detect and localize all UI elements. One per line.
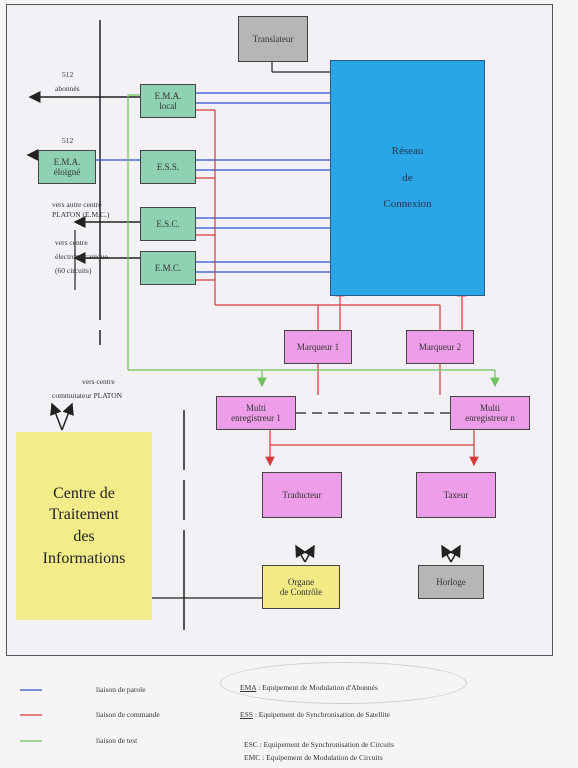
multi-recorder-n-label-2: enregistreur n: [465, 413, 515, 423]
multi-recorder-1-block: Multi enregistreur 1: [216, 396, 296, 430]
to-platon-line-1: vers centre: [82, 377, 115, 386]
subscribers-512-b-number: 512: [62, 136, 74, 145]
legend-def-ess-text: : Equipement de Synchronisation de Satel…: [254, 710, 390, 719]
emc-block: E.M.C.: [140, 251, 196, 285]
legend-def-emc-text: : Equipement de Modulation de Circuits: [262, 753, 383, 762]
multi-recorder-n-label-1: Multi: [479, 402, 500, 413]
marker-1-label: Marqueur 1: [296, 341, 340, 352]
to-electro-line-3: (60 circuits): [55, 266, 92, 275]
cti-label-2: Traitement: [49, 506, 119, 524]
to-electro-line-2: électromécanique: [55, 252, 108, 261]
ema-local-label-2: local: [159, 101, 177, 111]
ess-label: E.S.S.: [156, 161, 180, 172]
multi-recorder-1-label-2: enregistreur 1: [231, 413, 281, 423]
ema-remote-block: E.M.A. éloigné: [38, 150, 96, 184]
cti-label-3: des: [73, 528, 95, 545]
legend-test-label: liaison de test: [96, 736, 138, 745]
network-label-2: de: [402, 171, 413, 184]
translator-block: Traducteur: [262, 472, 342, 518]
marker-2-block: Marqueur 2: [406, 330, 474, 364]
legend-command-label: liaison de commande: [96, 710, 160, 719]
information-processing-center-block: Centre de Traitement des Informations: [16, 432, 152, 620]
subscribers-512-a-text: abonnés: [55, 84, 80, 93]
translator-label: Traducteur: [282, 489, 322, 500]
to-other-center-line-1: vers autre centre: [52, 200, 102, 209]
ema-local-label-1: E.M.A.: [154, 90, 182, 101]
taxer-label: Taxeur: [443, 489, 469, 500]
emc-label: E.M.C.: [154, 262, 182, 273]
translator-top-label: Translateur: [252, 33, 294, 44]
clock-label: Horloge: [436, 576, 466, 587]
legend-def-emc: EMC : Equipement de Modulation de Circui…: [244, 753, 383, 762]
network-label-1: Réseau: [391, 145, 424, 158]
ess-block: E.S.S.: [140, 150, 196, 184]
legend-def-esc-text: : Equipement de Synchronisation de Circu…: [259, 740, 394, 749]
control-unit-label-2: de Contrôle: [279, 587, 323, 597]
cti-label-4: Informations: [42, 549, 126, 567]
translator-top-block: Translateur: [238, 16, 308, 62]
legend-def-esc: ESC : Equipement de Synchronisation de C…: [244, 740, 394, 749]
cti-label-1: Centre de: [53, 484, 115, 502]
ema-remote-label-1: E.M.A.: [53, 156, 81, 167]
multi-recorder-n-block: Multi enregistreur n: [450, 396, 530, 430]
esc-block: E.S.C.: [140, 207, 196, 241]
subscribers-512-a-number: 512: [62, 70, 74, 79]
control-unit-block: Organe de Contrôle: [262, 565, 340, 609]
marker-1-block: Marqueur 1: [284, 330, 352, 364]
to-platon-line-2: commutateur PLATON: [52, 391, 123, 400]
control-unit-label-1: Organe: [287, 576, 315, 587]
ema-local-block: E.M.A. local: [140, 84, 196, 118]
legend-def-ess-abbr: ESS: [240, 710, 253, 719]
multi-recorder-1-label-1: Multi: [245, 402, 266, 413]
legend-def-ema-abbr: EMA: [240, 683, 257, 692]
to-other-center-line-2: PLATON (E.M.C.): [52, 210, 110, 219]
to-electro-line-1: vers centre: [55, 238, 88, 247]
esc-label: E.S.C.: [156, 218, 180, 229]
legend-oval: [220, 662, 467, 704]
marker-2-label: Marqueur 2: [418, 341, 462, 352]
legend-def-esc-abbr: ESC: [244, 740, 258, 749]
taxer-block: Taxeur: [416, 472, 496, 518]
network-block: Réseau de Connexion: [330, 60, 485, 296]
ema-remote-label-2: éloigné: [53, 167, 81, 177]
legend-def-ess: ESS : Equipement de Synchronisation de S…: [240, 710, 390, 719]
clock-block: Horloge: [418, 565, 484, 599]
legend-def-ema: EMA : Equipement de Modulation d'Abonnés: [240, 683, 378, 692]
legend-speech-label: liaison de parole: [96, 685, 146, 694]
legend-def-ema-text: : Equipement de Modulation d'Abonnés: [258, 683, 378, 692]
network-label-3: Connexion: [383, 198, 432, 211]
legend-def-emc-abbr: EMC: [244, 753, 261, 762]
